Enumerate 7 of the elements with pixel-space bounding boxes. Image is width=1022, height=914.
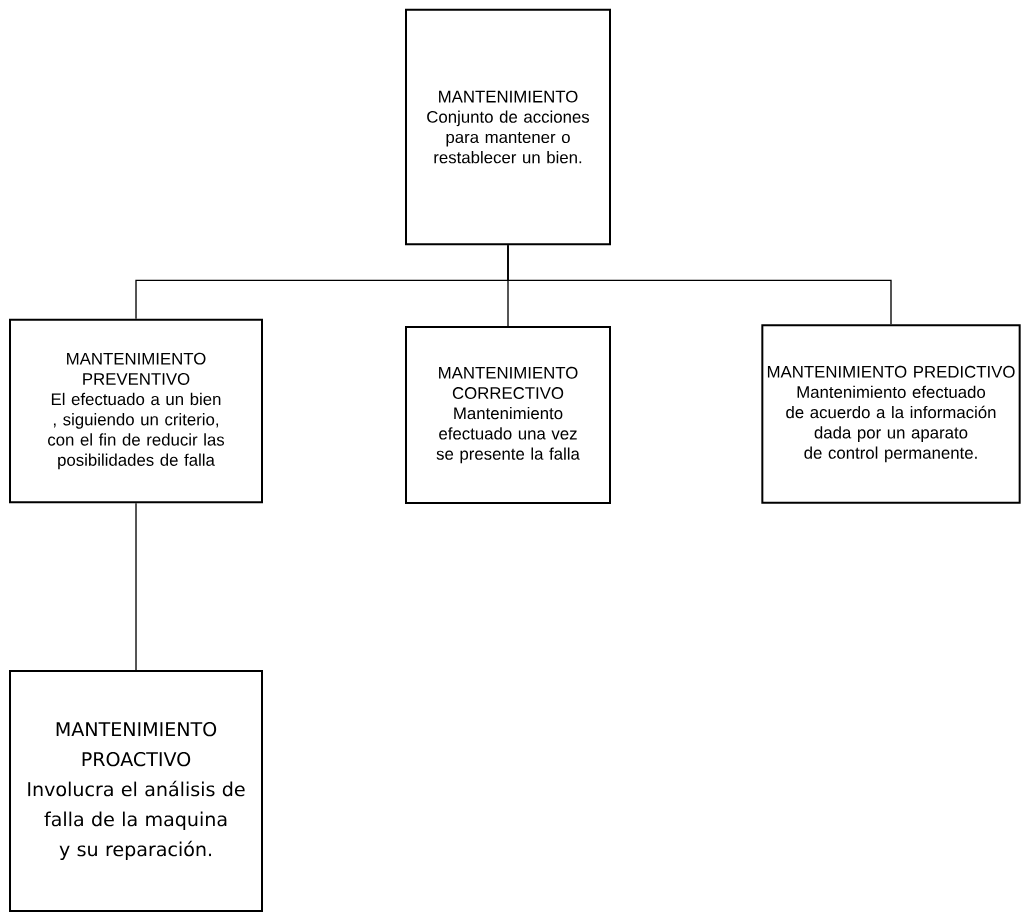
text-box: MANTENIMIENTO Conjunto de acciones para mantener o restablecer un bien.	[405, 8, 611, 246]
text-box: MANTENIMIENTO CORRECTIVO Mantenimiento efectuado una vez se presente la falla	[405, 326, 611, 504]
text-box: MANTENIMIENTO PREDICTIVO Mantenimiento efectuado de acuerdo a la información dada por un aparato de control permanente.	[761, 324, 1021, 504]
connector-line	[507, 244, 892, 325]
text-box: MANTENIMIENTO PROACTIVO Involucra el análisis de falla de la maquina y su reparación.	[9, 670, 263, 912]
text-box: MANTENIMIENTO PREVENTIVO El efectuado a un bien , siguiendo un criterio, con el fin de reducir las posibilidades de falla	[9, 318, 263, 504]
connector-line	[135, 502, 137, 671]
